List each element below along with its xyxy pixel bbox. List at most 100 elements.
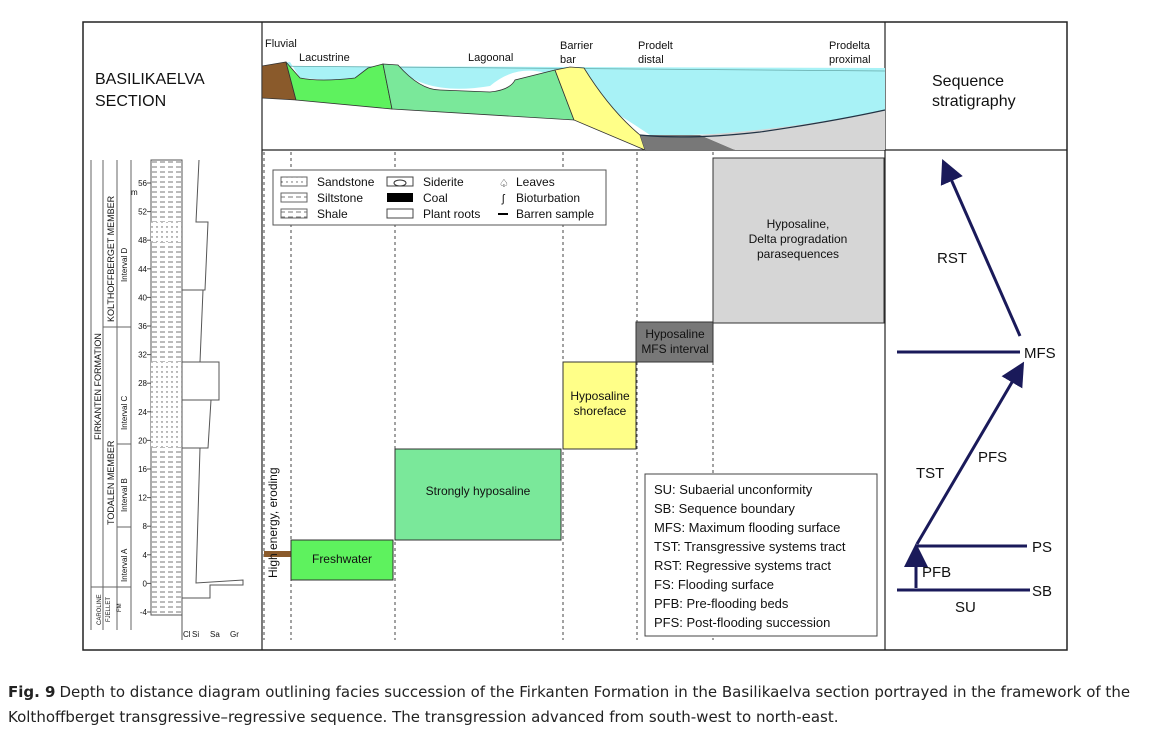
siderite-swatch xyxy=(386,176,414,187)
rst-arrow-icon xyxy=(940,159,1022,337)
abbreviation-item: RST: Regressive systems tract xyxy=(654,558,831,573)
grain-label: Sa xyxy=(210,630,220,639)
interval-label: Interval B xyxy=(120,478,129,512)
depth-tick-label: -4 xyxy=(140,608,148,617)
grain-label: Cl xyxy=(183,630,191,639)
facies-mfs-label: MFS interval xyxy=(641,342,708,356)
sb-label: SB xyxy=(1032,583,1052,600)
env-lacustrine: Lacustrine xyxy=(299,52,350,64)
abbreviation-item: PFB: Pre-flooding beds xyxy=(654,596,789,611)
env-prodelta-proximal: proximal xyxy=(829,54,871,66)
coal-swatch xyxy=(387,193,413,202)
facies-delta xyxy=(712,157,885,324)
leaves-icon: ♤ xyxy=(499,178,509,190)
caption-text: Depth to distance diagram outlining faci… xyxy=(8,683,1131,726)
shale-swatch xyxy=(280,208,308,219)
depth-tick-label: 40 xyxy=(138,293,147,302)
base-fm-label: CAROLINE xyxy=(97,594,103,625)
legend-label: Bioturbation xyxy=(516,191,580,205)
env-barrier: Barrier xyxy=(560,40,593,52)
facies-freshwater xyxy=(290,539,394,581)
legend-label: Plant roots xyxy=(423,207,480,221)
grain-label: Si xyxy=(192,630,199,639)
facies-mfs-interval xyxy=(635,321,714,363)
legend-label: Siltstone xyxy=(317,191,363,205)
cross-section: Fluvial Lacustrine Lagoonal Barrier bar … xyxy=(261,38,886,151)
env-prodelt-distal: distal xyxy=(638,54,664,66)
interval-label: Interval A xyxy=(120,548,129,582)
depth-tick-label: 8 xyxy=(143,522,148,531)
depth-tick-label: 28 xyxy=(138,379,147,388)
member-label: KOLTHOFFBERGET MEMBER xyxy=(106,195,116,322)
legend-label: Coal xyxy=(423,191,448,205)
figure-diagram: BASILIKAELVA SECTION Sequence stratigrap… xyxy=(82,21,1068,651)
su-label: SU xyxy=(955,599,976,616)
depth-tick-label: 44 xyxy=(138,265,147,274)
seq-title: Sequence xyxy=(932,73,1004,90)
depth-tick-label: 56 xyxy=(138,179,147,188)
seq-title: stratigraphy xyxy=(932,93,1016,110)
interval-label: Interval C xyxy=(120,396,129,430)
abbreviation-item: SU: Subaerial unconformity xyxy=(654,482,813,497)
formation-label: FIRKANTEN FORMATION xyxy=(93,333,103,440)
facies-high-energy xyxy=(264,551,291,557)
section-title: SECTION xyxy=(95,93,166,110)
legend-label: Leaves xyxy=(516,175,555,189)
depth-tick-label: 4 xyxy=(143,551,148,560)
figure-frame xyxy=(82,21,1068,651)
grain-label: Gr xyxy=(230,630,239,639)
depth-tick-label: 0 xyxy=(143,579,148,588)
abbreviation-item: PFS: Post-flooding succession xyxy=(654,615,830,630)
caption-label: Fig. 9 xyxy=(8,683,56,701)
env-lagoonal: Lagoonal xyxy=(468,52,513,64)
tst-arrow-icon xyxy=(915,361,1025,545)
depth-tick-label: 12 xyxy=(138,494,147,503)
pfb-label: PFB xyxy=(922,564,951,581)
env-prodelta-proximal: Prodelta xyxy=(829,40,871,52)
depth-tick-label: 52 xyxy=(138,208,147,217)
facies-mfs-label: Hyposaline xyxy=(645,327,705,341)
legend-label: Shale xyxy=(317,207,348,221)
abbreviation-item: TST: Transgressive systems tract xyxy=(654,539,846,554)
depth-unit: m xyxy=(131,188,138,197)
bioturbation-icon: ʃ xyxy=(501,193,506,205)
ps-label: PS xyxy=(1032,539,1052,556)
legend-label: Siderite xyxy=(423,175,464,189)
abbreviation-item: MFS: Maximum flooding surface xyxy=(654,520,840,535)
env-fluvial: Fluvial xyxy=(265,38,297,50)
base-fm-label: FJELLET xyxy=(106,597,112,622)
facies-delta-label: parasequences xyxy=(757,247,839,261)
facies-shoreface-label: shoreface xyxy=(574,404,627,418)
sequence-diagram: RST MFS TST PFS PS PFB SB SU xyxy=(897,159,1056,616)
legend-label: Sandstone xyxy=(317,175,375,189)
facies-strongly-hyposaline xyxy=(394,448,562,541)
depth-tick-label: 16 xyxy=(138,465,147,474)
base-fm-label: FM xyxy=(117,603,123,612)
interval-label: Interval D xyxy=(120,248,129,282)
facies-delta-label: Delta progradation xyxy=(749,232,848,246)
depth-tick-label: 32 xyxy=(138,351,147,360)
facies-freshwater-label: Freshwater xyxy=(312,552,372,566)
facies-strongly-hyposaline-label: Strongly hyposaline xyxy=(426,484,531,498)
abbreviation-item: FS: Flooding surface xyxy=(654,577,774,592)
depth-tick-label: 24 xyxy=(138,408,147,417)
env-prodelt-distal: Prodelt xyxy=(638,40,673,52)
depth-tick-label: 20 xyxy=(138,436,147,445)
facies-shoreface xyxy=(562,361,637,450)
member-label: TODALEN MEMBER xyxy=(106,440,116,525)
siltstone-swatch xyxy=(280,192,308,203)
tst-label: TST xyxy=(916,465,944,482)
rst-label: RST xyxy=(937,250,967,267)
facies-high-energy-label: High energy, eroding xyxy=(266,467,280,578)
section-title: BASILIKAELVA xyxy=(95,71,205,88)
pfs-label: PFS xyxy=(978,449,1007,466)
sandstone-swatch xyxy=(280,176,308,187)
legend: Sandstone Siltstone Shale Siderite Coal … xyxy=(272,169,607,226)
abbreviation-item: SB: Sequence boundary xyxy=(654,501,795,516)
plant-roots-swatch xyxy=(386,208,414,219)
facies-shoreface-label: Hyposaline xyxy=(570,389,630,403)
depth-tick-label: 36 xyxy=(138,322,147,331)
